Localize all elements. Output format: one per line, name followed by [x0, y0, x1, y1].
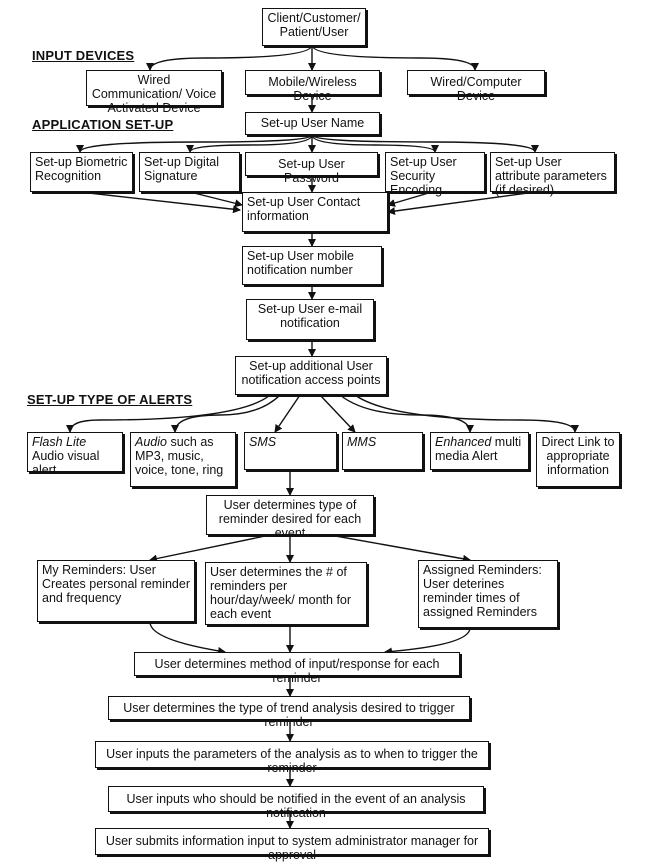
node-audio: Audio such as MP3, music, voice, tone, r… [130, 432, 236, 487]
node-flash-lite: Flash Lite Audio visual alert [27, 432, 123, 472]
node-analysis-parameters: User inputs the parameters of the analys… [95, 741, 489, 768]
node-reminder-type: User determines type of reminder desired… [206, 495, 374, 535]
node-user-name: Set-up User Name [245, 112, 380, 135]
mms-label: MMS [347, 435, 376, 449]
node-trend-analysis: User determines the type of trend analys… [108, 696, 470, 720]
arrow-client-wired [150, 45, 312, 70]
node-reminders-per: User determines the # of reminders per h… [205, 562, 367, 625]
arrow-client-computer [312, 45, 475, 70]
node-digital-signature: Set-up Digital Signature [139, 152, 240, 192]
audio-emphasis: Audio [135, 435, 167, 449]
arrow-username-biometric [80, 135, 312, 152]
node-my-reminders: My Reminders: User Creates personal remi… [37, 560, 195, 622]
node-client: Client/Customer/ Patient/User [262, 8, 366, 46]
section-label-application-setup: APPLICATION SET-UP [32, 117, 173, 132]
node-assigned-reminders: Assigned Reminders: User deterines remin… [418, 560, 558, 628]
arrow-access-sms [275, 395, 300, 432]
arrow-username-digital [190, 135, 312, 152]
node-mms: MMS [342, 432, 423, 470]
arrow-username-attr [312, 135, 535, 152]
section-label-setup-alerts: SET-UP TYPE OF ALERTS [27, 392, 192, 407]
node-who-notified: User inputs who should be notified in th… [108, 786, 484, 812]
node-email-notification: Set-up User e-mail notification [246, 299, 374, 340]
arrow-digital-contact [190, 192, 242, 205]
arrow-access-mms [320, 395, 355, 432]
node-access-points: Set-up additional User notification acce… [235, 356, 387, 395]
node-enhanced: Enhanced multi media Alert [430, 432, 529, 470]
node-user-password: Set-up User Password [245, 152, 378, 176]
node-mobile-device: Mobile/Wireless Device [245, 70, 380, 95]
sms-label: SMS [249, 435, 276, 449]
arrow-biometric-contact [80, 192, 240, 210]
node-input-method: User determines method of input/response… [134, 652, 460, 676]
node-sms: SMS [244, 432, 337, 470]
node-submit: User submits information input to system… [95, 828, 489, 855]
enhanced-emphasis: Enhanced [435, 435, 491, 449]
arrow-access-enhanced [340, 395, 470, 432]
node-contact-information: Set-up User Contact information [242, 192, 388, 232]
node-direct-link: Direct Link to appropriate information [536, 432, 620, 487]
arrow-type-assigned [330, 535, 470, 560]
node-wired-communication: Wired Communication/ Voice Activated Dev… [86, 70, 222, 106]
section-label-input-devices: INPUT DEVICES [32, 48, 134, 63]
node-mobile-number: Set-up User mobile notification number [242, 246, 382, 285]
arrow-assigned-input [385, 628, 470, 652]
node-security-encoding: Set-up User Security Encoding [385, 152, 485, 192]
arrow-username-security [312, 135, 435, 152]
node-biometric: Set-up Biometric Recognition [30, 152, 133, 192]
arrow-type-my [150, 535, 270, 560]
arrow-my-input [150, 622, 225, 652]
node-attribute-parameters: Set-up User attribute parameters (if des… [490, 152, 615, 192]
node-wired-computer: Wired/Computer Device [407, 70, 545, 95]
flash-lite-emphasis: Flash Lite [32, 435, 86, 449]
